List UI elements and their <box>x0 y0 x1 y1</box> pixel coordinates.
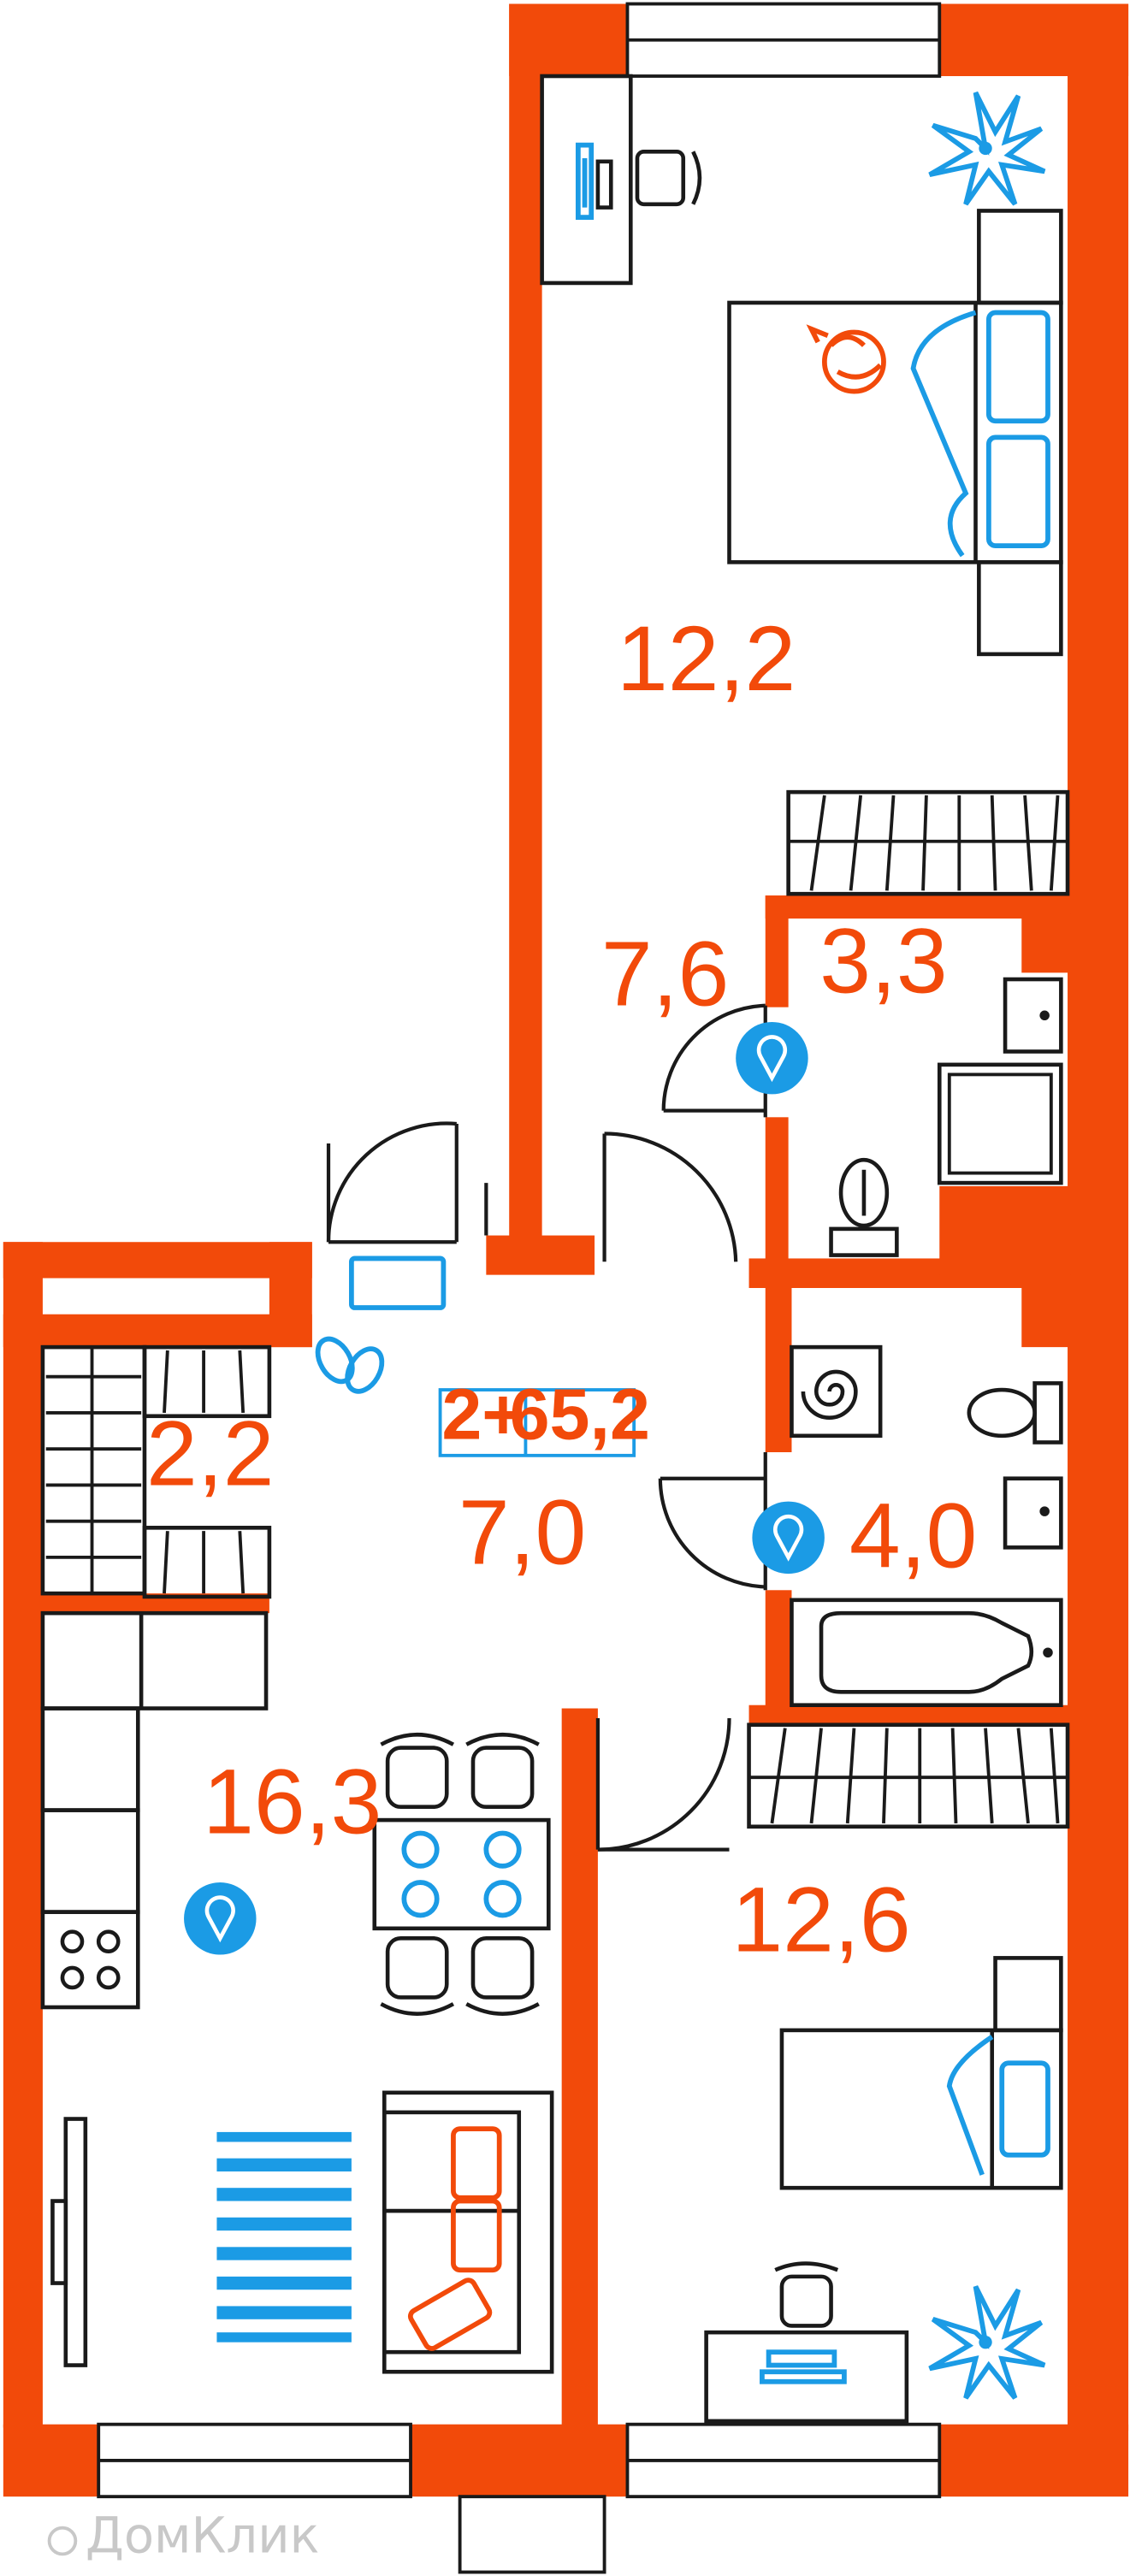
bedroom-top <box>540 74 1070 896</box>
walls <box>3 3 1129 2497</box>
toilet-icon <box>967 1381 1063 1445</box>
room-area-bathroom-bottom: 4,0 <box>849 1484 977 1586</box>
wardrobe-bottom <box>747 1722 1070 1829</box>
location-pin-icon[interactable] <box>752 1501 825 1575</box>
windows <box>97 2 942 2574</box>
bathroom-bottom <box>790 1344 1063 1707</box>
desk <box>540 74 633 286</box>
kitchen <box>40 1610 554 2374</box>
shower <box>937 1062 1063 1185</box>
room-area-bathroom-top: 3,3 <box>819 909 947 1012</box>
hob-icon <box>40 1910 140 2010</box>
doors <box>326 1003 767 1852</box>
plant-icon <box>928 2285 1046 2400</box>
double-bed <box>727 300 1063 564</box>
monitor-icon <box>575 142 595 221</box>
location-pin-icon[interactable] <box>736 1021 808 1095</box>
dining-table <box>372 1732 551 2016</box>
plant-icon <box>928 91 1046 206</box>
doormat <box>349 1256 447 1310</box>
rooms-count: 2+ <box>441 1374 524 1455</box>
room-area-corridor: 7,6 <box>601 923 729 1025</box>
hall <box>315 1256 447 1394</box>
room-area-hall: 7,0 <box>459 1481 586 1584</box>
bedroom-bottom <box>704 1722 1070 2424</box>
desk-bottom <box>704 2261 909 2424</box>
storage <box>40 1344 272 1599</box>
total-area: 65,2 <box>510 1374 650 1455</box>
single-bed <box>779 2028 1063 2190</box>
slippers-icon <box>315 1336 385 1394</box>
apartment-badge: 2+ 65,2 <box>438 1374 650 1457</box>
watermark-text: ДомКлик <box>86 2507 320 2564</box>
cat-icon <box>806 324 886 394</box>
toilet-icon <box>829 1157 899 1257</box>
room-area-bedroom-bottom: 12,6 <box>731 1869 910 1971</box>
watermark: ДомКлик <box>47 2507 320 2564</box>
room-area-bedroom-top: 12,2 <box>617 607 796 710</box>
location-pin-icon[interactable] <box>184 1882 257 1955</box>
rug <box>216 2131 352 2343</box>
chair-icon <box>635 150 702 207</box>
room-area-kitchen: 16,3 <box>203 1750 382 1852</box>
bathroom-top <box>829 977 1063 1257</box>
room-area-storage: 2,2 <box>146 1402 274 1504</box>
sofa <box>382 2090 554 2374</box>
washing-machine-icon <box>790 1344 883 1439</box>
wardrobe-top <box>786 789 1070 896</box>
sink <box>1003 1476 1063 1550</box>
sink <box>1003 977 1063 1054</box>
bathtub <box>790 1598 1063 1707</box>
